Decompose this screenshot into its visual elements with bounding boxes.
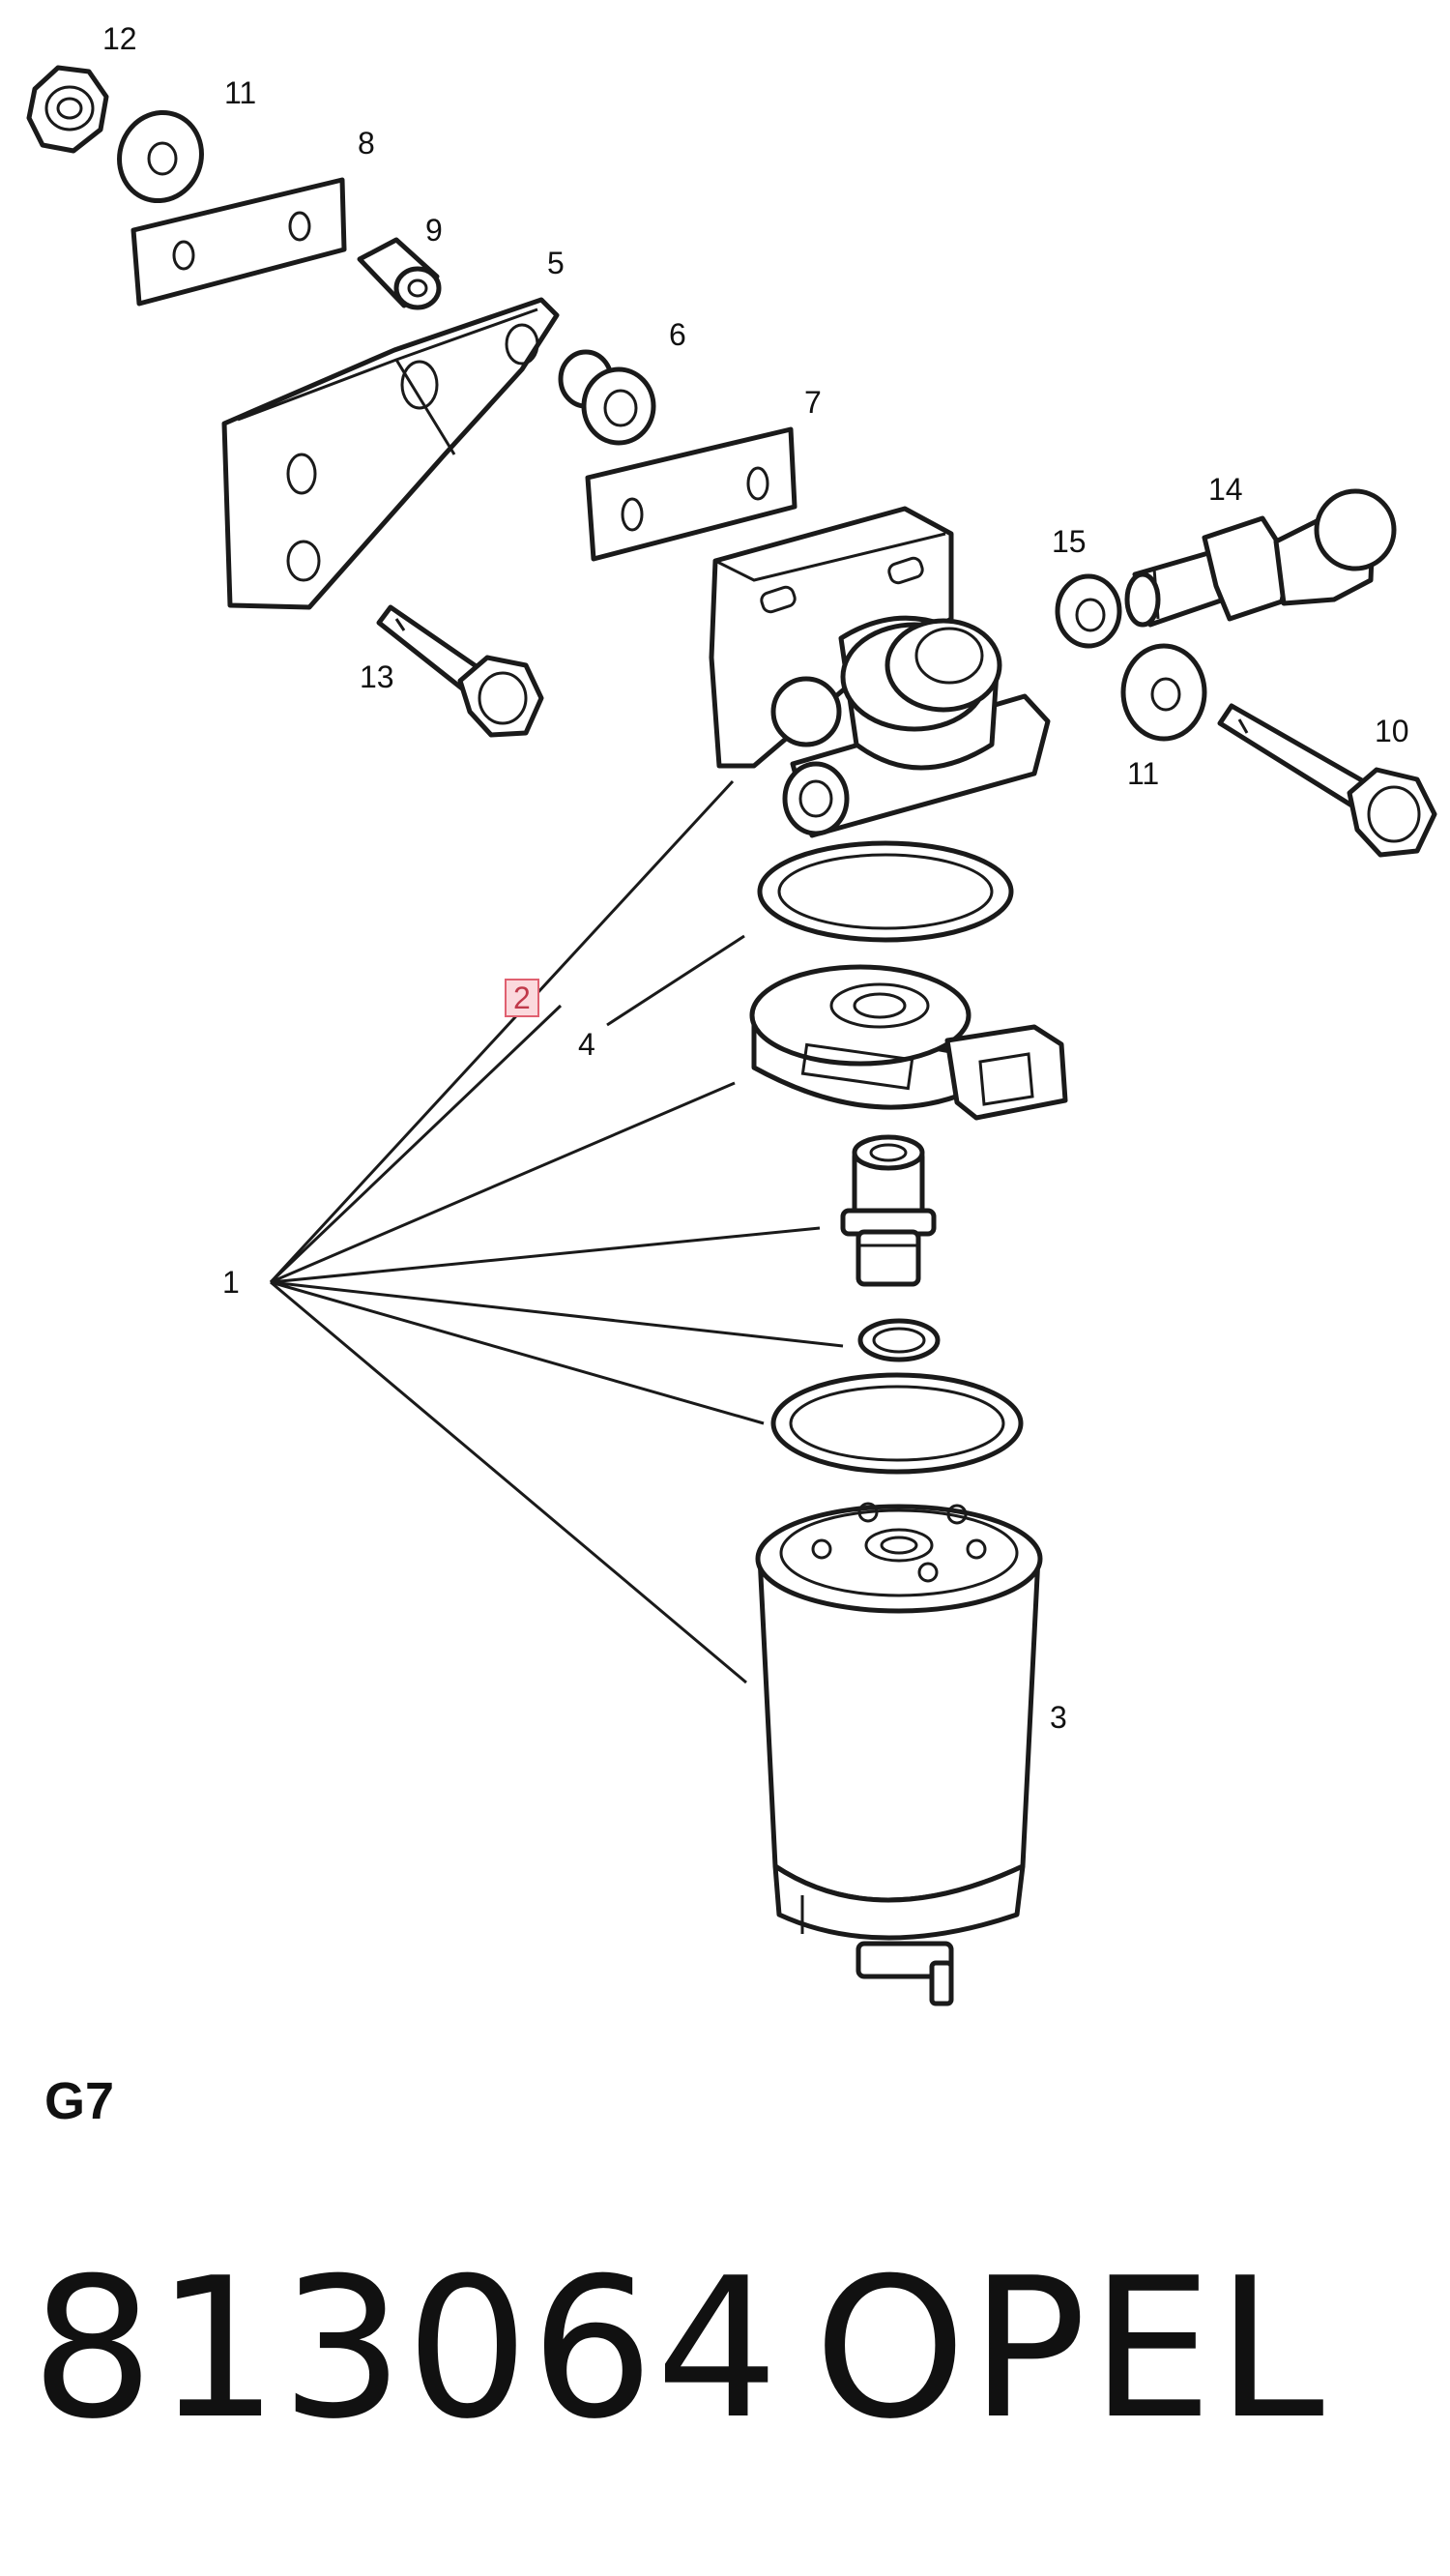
callout-5: 5 [547, 246, 565, 280]
part-o-ring-lower [770, 1372, 1024, 1475]
callout-10: 10 [1375, 714, 1409, 748]
group-code: G7 [44, 2072, 115, 2130]
part-seal-ring [857, 1318, 941, 1362]
callout-1: 1 [222, 1265, 240, 1300]
callout-13: 13 [360, 659, 394, 694]
callout-2[interactable]: 2 [505, 979, 539, 1017]
callout-14: 14 [1208, 472, 1243, 507]
part-14-banjo-bolt [1124, 488, 1397, 628]
callout-6: 6 [669, 317, 686, 352]
callout-8: 8 [358, 126, 375, 161]
callout-11-right: 11 [1127, 756, 1160, 791]
callout-12: 12 [102, 21, 137, 56]
part-2-filter-head [709, 506, 1051, 838]
part-5-bracket [221, 297, 560, 610]
callout-7: 7 [804, 385, 822, 420]
part-number: 813064 [31, 2237, 781, 2462]
part-3-filter-cartridge [755, 1502, 1043, 2006]
callout-11-top: 11 [224, 75, 257, 110]
part-4-o-ring-upper [757, 840, 1014, 943]
exploded-parts-diagram [26, 65, 1437, 2006]
part-13-bolt [376, 604, 544, 738]
callout-9: 9 [425, 213, 443, 248]
part-10-bolt [1217, 703, 1437, 858]
part-7-plate [585, 426, 798, 562]
part-12-nut [26, 65, 109, 154]
callout-4: 4 [578, 1027, 595, 1062]
callout-3: 3 [1050, 1700, 1067, 1735]
part-11-washer-right [1120, 643, 1207, 742]
callout-15: 15 [1052, 524, 1087, 559]
part-8-plate [130, 177, 347, 307]
leader-lines [269, 779, 844, 1684]
part-nipple [840, 1134, 937, 1287]
part-sensor-housing [749, 964, 1068, 1121]
part-6-grommet [558, 349, 656, 446]
part-9-spacer [357, 237, 442, 310]
part-15-washer [1055, 573, 1122, 649]
brand-name: OPEL [814, 2237, 1328, 2462]
part-11-washer-top [117, 109, 204, 204]
